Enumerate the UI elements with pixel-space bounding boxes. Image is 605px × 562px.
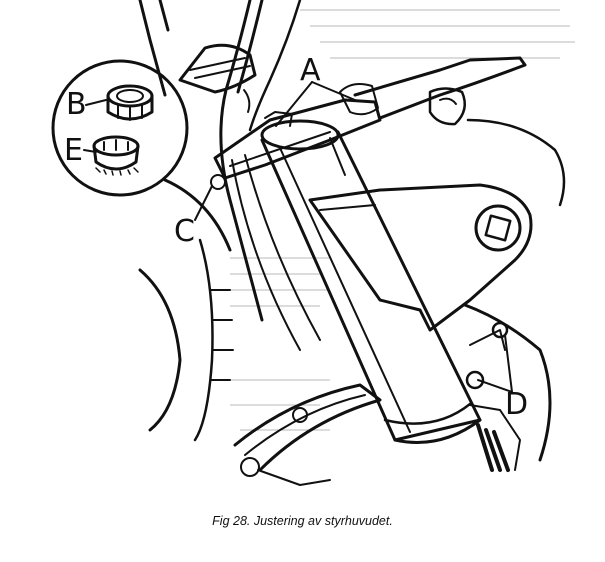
fork-leg — [260, 130, 482, 444]
steering-head-drawing: A B C D E — [51, 0, 575, 486]
callout-d: D — [505, 387, 528, 422]
top-yoke — [210, 89, 382, 190]
handlebar — [339, 56, 566, 207]
bleed-through-text — [230, 9, 575, 431]
callout-e: E — [64, 133, 83, 168]
fork-bottom — [463, 303, 552, 472]
figure-caption: Fig 28. Justering av styrhuvudet. — [212, 514, 393, 528]
callout-c: C — [174, 214, 195, 249]
callout-b: B — [66, 87, 87, 122]
detail-inset — [51, 59, 189, 197]
technical-illustration: A B C D E — [51, 0, 575, 486]
castellated-nut-b — [106, 84, 154, 121]
front-mudguard — [233, 383, 382, 486]
slotted-ring-e — [92, 135, 140, 176]
callout-leaders — [83, 81, 513, 393]
headlamp-bracket — [308, 183, 533, 332]
callout-a: A — [300, 53, 321, 88]
frame-left — [138, 0, 234, 442]
